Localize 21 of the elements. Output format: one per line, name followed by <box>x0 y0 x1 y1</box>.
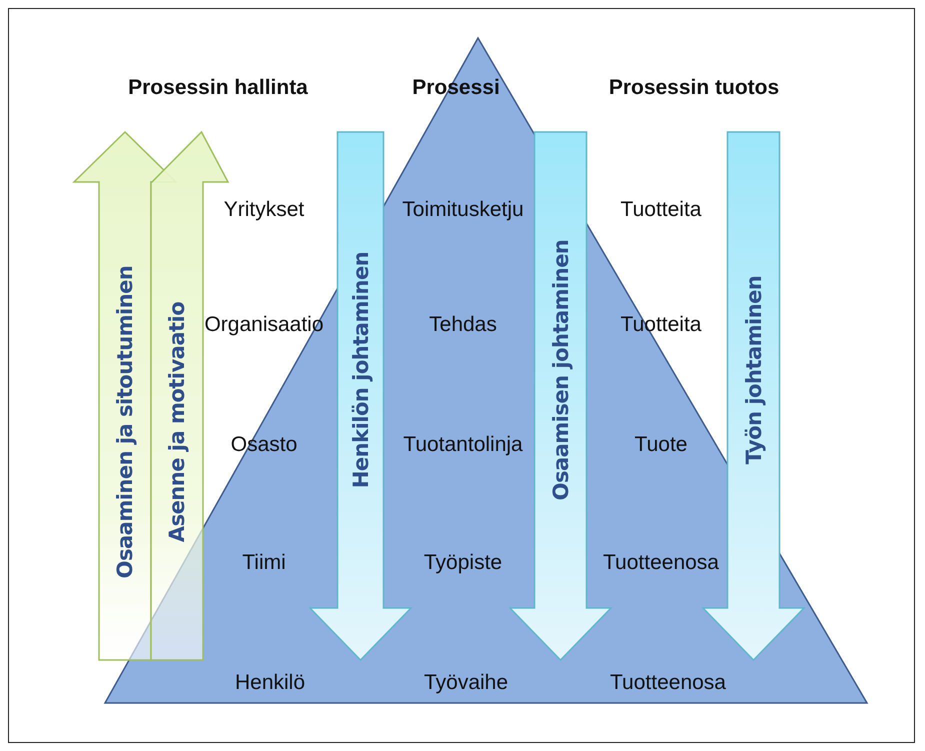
level-label: Tuotteenosa <box>610 671 726 695</box>
arrow-label: Osaaminen ja sitoutuminen <box>113 266 137 579</box>
column-heading: Prosessi <box>412 76 500 100</box>
level-label: Tuote <box>634 433 688 457</box>
level-label: Osasto <box>230 433 298 457</box>
level-label: Toimitusketju <box>402 198 524 222</box>
arrow-label: Henkilön johtaminen <box>348 251 372 488</box>
level-label: Tuotteita <box>620 198 702 222</box>
level-label: Yritykset <box>224 198 304 222</box>
arrow-label: Työn johtaminen <box>742 275 766 464</box>
column-heading: Prosessin hallinta <box>128 76 308 100</box>
level-label: Tuotantolinja <box>403 433 523 457</box>
level-label: Tiimi <box>242 551 286 575</box>
level-label: Henkilö <box>234 671 306 695</box>
arrow-label: Osaamisen johtaminen <box>548 239 572 500</box>
level-label: Tuotteenosa <box>603 551 719 575</box>
level-label: Tehdas <box>429 313 497 337</box>
level-label: Työpiste <box>424 551 502 575</box>
arrow-label: Asenne ja motivaatio <box>165 302 189 543</box>
level-label: Työvaihe <box>424 671 508 695</box>
column-heading: Prosessin tuotos <box>608 76 780 100</box>
